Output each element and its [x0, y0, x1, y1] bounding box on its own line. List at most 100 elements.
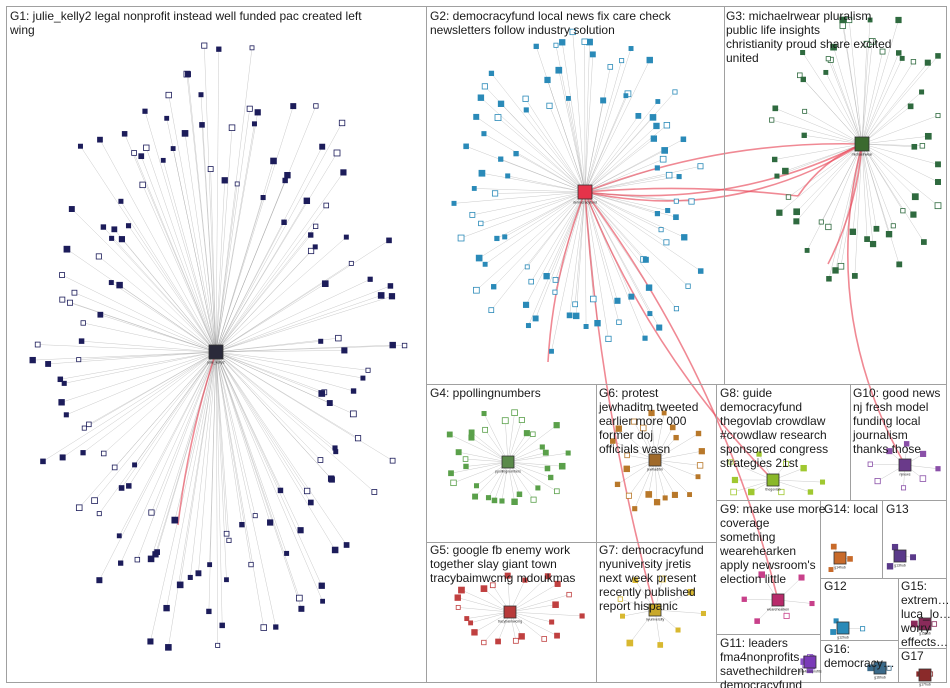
- vertex-node[interactable]: [846, 16, 853, 24]
- vertex-node[interactable]: [142, 108, 148, 114]
- vertex-node[interactable]: [554, 580, 561, 587]
- vertex-node[interactable]: [665, 207, 671, 214]
- vertex-node[interactable]: [544, 573, 551, 580]
- vertex-node[interactable]: [910, 620, 918, 628]
- vertex-node[interactable]: [270, 157, 277, 165]
- hub-node-g7[interactable]: [648, 603, 662, 617]
- vertex-node[interactable]: [769, 117, 775, 123]
- vertex-node[interactable]: [569, 28, 576, 36]
- vertex-node[interactable]: [931, 621, 938, 627]
- vertex-node[interactable]: [96, 577, 103, 584]
- vertex-node[interactable]: [680, 136, 687, 143]
- vertex-node[interactable]: [676, 174, 682, 180]
- vertex-node[interactable]: [681, 234, 688, 241]
- vertex-node[interactable]: [645, 491, 653, 498]
- vertex-node[interactable]: [318, 582, 325, 589]
- vertex-node[interactable]: [267, 519, 274, 526]
- vertex-node[interactable]: [793, 218, 800, 225]
- vertex-node[interactable]: [463, 143, 469, 150]
- vertex-node[interactable]: [544, 76, 551, 84]
- vertex-node[interactable]: [488, 307, 495, 313]
- vertex-node[interactable]: [671, 491, 678, 498]
- vertex-node[interactable]: [589, 51, 596, 58]
- hub-node-g16[interactable]: [873, 661, 887, 675]
- vertex-node[interactable]: [160, 157, 166, 163]
- vertex-node[interactable]: [499, 498, 505, 504]
- vertex-node[interactable]: [903, 441, 910, 447]
- vertex-node[interactable]: [216, 46, 222, 52]
- vertex-node[interactable]: [221, 177, 228, 184]
- vertex-node[interactable]: [63, 412, 69, 418]
- vertex-node[interactable]: [659, 155, 667, 163]
- vertex-node[interactable]: [478, 220, 484, 227]
- vertex-node[interactable]: [867, 461, 873, 467]
- hub-node-g3[interactable]: [854, 136, 870, 152]
- vertex-node[interactable]: [833, 618, 839, 624]
- vertex-node[interactable]: [365, 367, 371, 373]
- vertex-node[interactable]: [471, 186, 477, 191]
- vertex-node[interactable]: [164, 115, 170, 121]
- vertex-node[interactable]: [697, 163, 704, 170]
- vertex-node[interactable]: [895, 16, 902, 24]
- vertex-node[interactable]: [350, 388, 357, 394]
- vertex-node[interactable]: [630, 418, 637, 425]
- vertex-node[interactable]: [869, 240, 877, 248]
- vertex-node[interactable]: [59, 272, 65, 278]
- vertex-node[interactable]: [532, 315, 539, 322]
- vertex-node[interactable]: [826, 276, 832, 282]
- vertex-node[interactable]: [504, 572, 511, 579]
- vertex-node[interactable]: [659, 575, 666, 583]
- vertex-node[interactable]: [555, 66, 563, 74]
- vertex-node[interactable]: [771, 156, 778, 163]
- vertex-node[interactable]: [59, 454, 66, 461]
- vertex-node[interactable]: [825, 56, 831, 62]
- vertex-node[interactable]: [386, 237, 392, 244]
- hub-node-g6[interactable]: [648, 453, 662, 467]
- vertex-node[interactable]: [298, 605, 305, 612]
- vertex-node[interactable]: [900, 485, 907, 491]
- vertex-node[interactable]: [935, 178, 941, 185]
- vertex-node[interactable]: [552, 276, 559, 283]
- vertex-node[interactable]: [401, 342, 408, 349]
- vertex-node[interactable]: [138, 153, 145, 160]
- vertex-node[interactable]: [86, 421, 92, 428]
- vertex-node[interactable]: [907, 103, 914, 110]
- vertex-node[interactable]: [165, 644, 172, 651]
- vertex-node[interactable]: [318, 390, 326, 397]
- vertex-node[interactable]: [801, 132, 807, 138]
- hub-node-g13[interactable]: [893, 549, 907, 563]
- vertex-node[interactable]: [874, 478, 881, 485]
- vertex-node[interactable]: [341, 347, 348, 354]
- vertex-node[interactable]: [523, 430, 530, 437]
- vertex-node[interactable]: [776, 209, 783, 216]
- vertex-node[interactable]: [864, 236, 870, 242]
- vertex-node[interactable]: [454, 594, 461, 601]
- vertex-node[interactable]: [800, 464, 807, 472]
- vertex-node[interactable]: [673, 306, 680, 312]
- vertex-node[interactable]: [657, 642, 664, 648]
- vertex-node[interactable]: [867, 17, 873, 23]
- vertex-node[interactable]: [387, 283, 394, 289]
- hub-node-g12[interactable]: [836, 621, 850, 635]
- vertex-node[interactable]: [654, 211, 661, 217]
- vertex-node[interactable]: [522, 95, 529, 102]
- vertex-node[interactable]: [617, 596, 623, 602]
- vertex-node[interactable]: [108, 280, 114, 286]
- vertex-node[interactable]: [63, 245, 71, 253]
- vertex-node[interactable]: [491, 284, 497, 290]
- vertex-node[interactable]: [658, 227, 664, 233]
- vertex-node[interactable]: [615, 425, 622, 432]
- vertex-node[interactable]: [472, 493, 479, 500]
- vertex-node[interactable]: [688, 198, 695, 205]
- vertex-node[interactable]: [481, 411, 487, 417]
- vertex-node[interactable]: [181, 130, 189, 137]
- vertex-node[interactable]: [804, 247, 810, 253]
- vertex-node[interactable]: [118, 236, 126, 243]
- vertex-node[interactable]: [68, 206, 75, 212]
- vertex-node[interactable]: [672, 89, 678, 95]
- vertex-node[interactable]: [333, 449, 339, 455]
- vertex-node[interactable]: [187, 574, 193, 580]
- vertex-node[interactable]: [198, 92, 204, 98]
- vertex-node[interactable]: [312, 223, 319, 229]
- vertex-node[interactable]: [78, 338, 85, 344]
